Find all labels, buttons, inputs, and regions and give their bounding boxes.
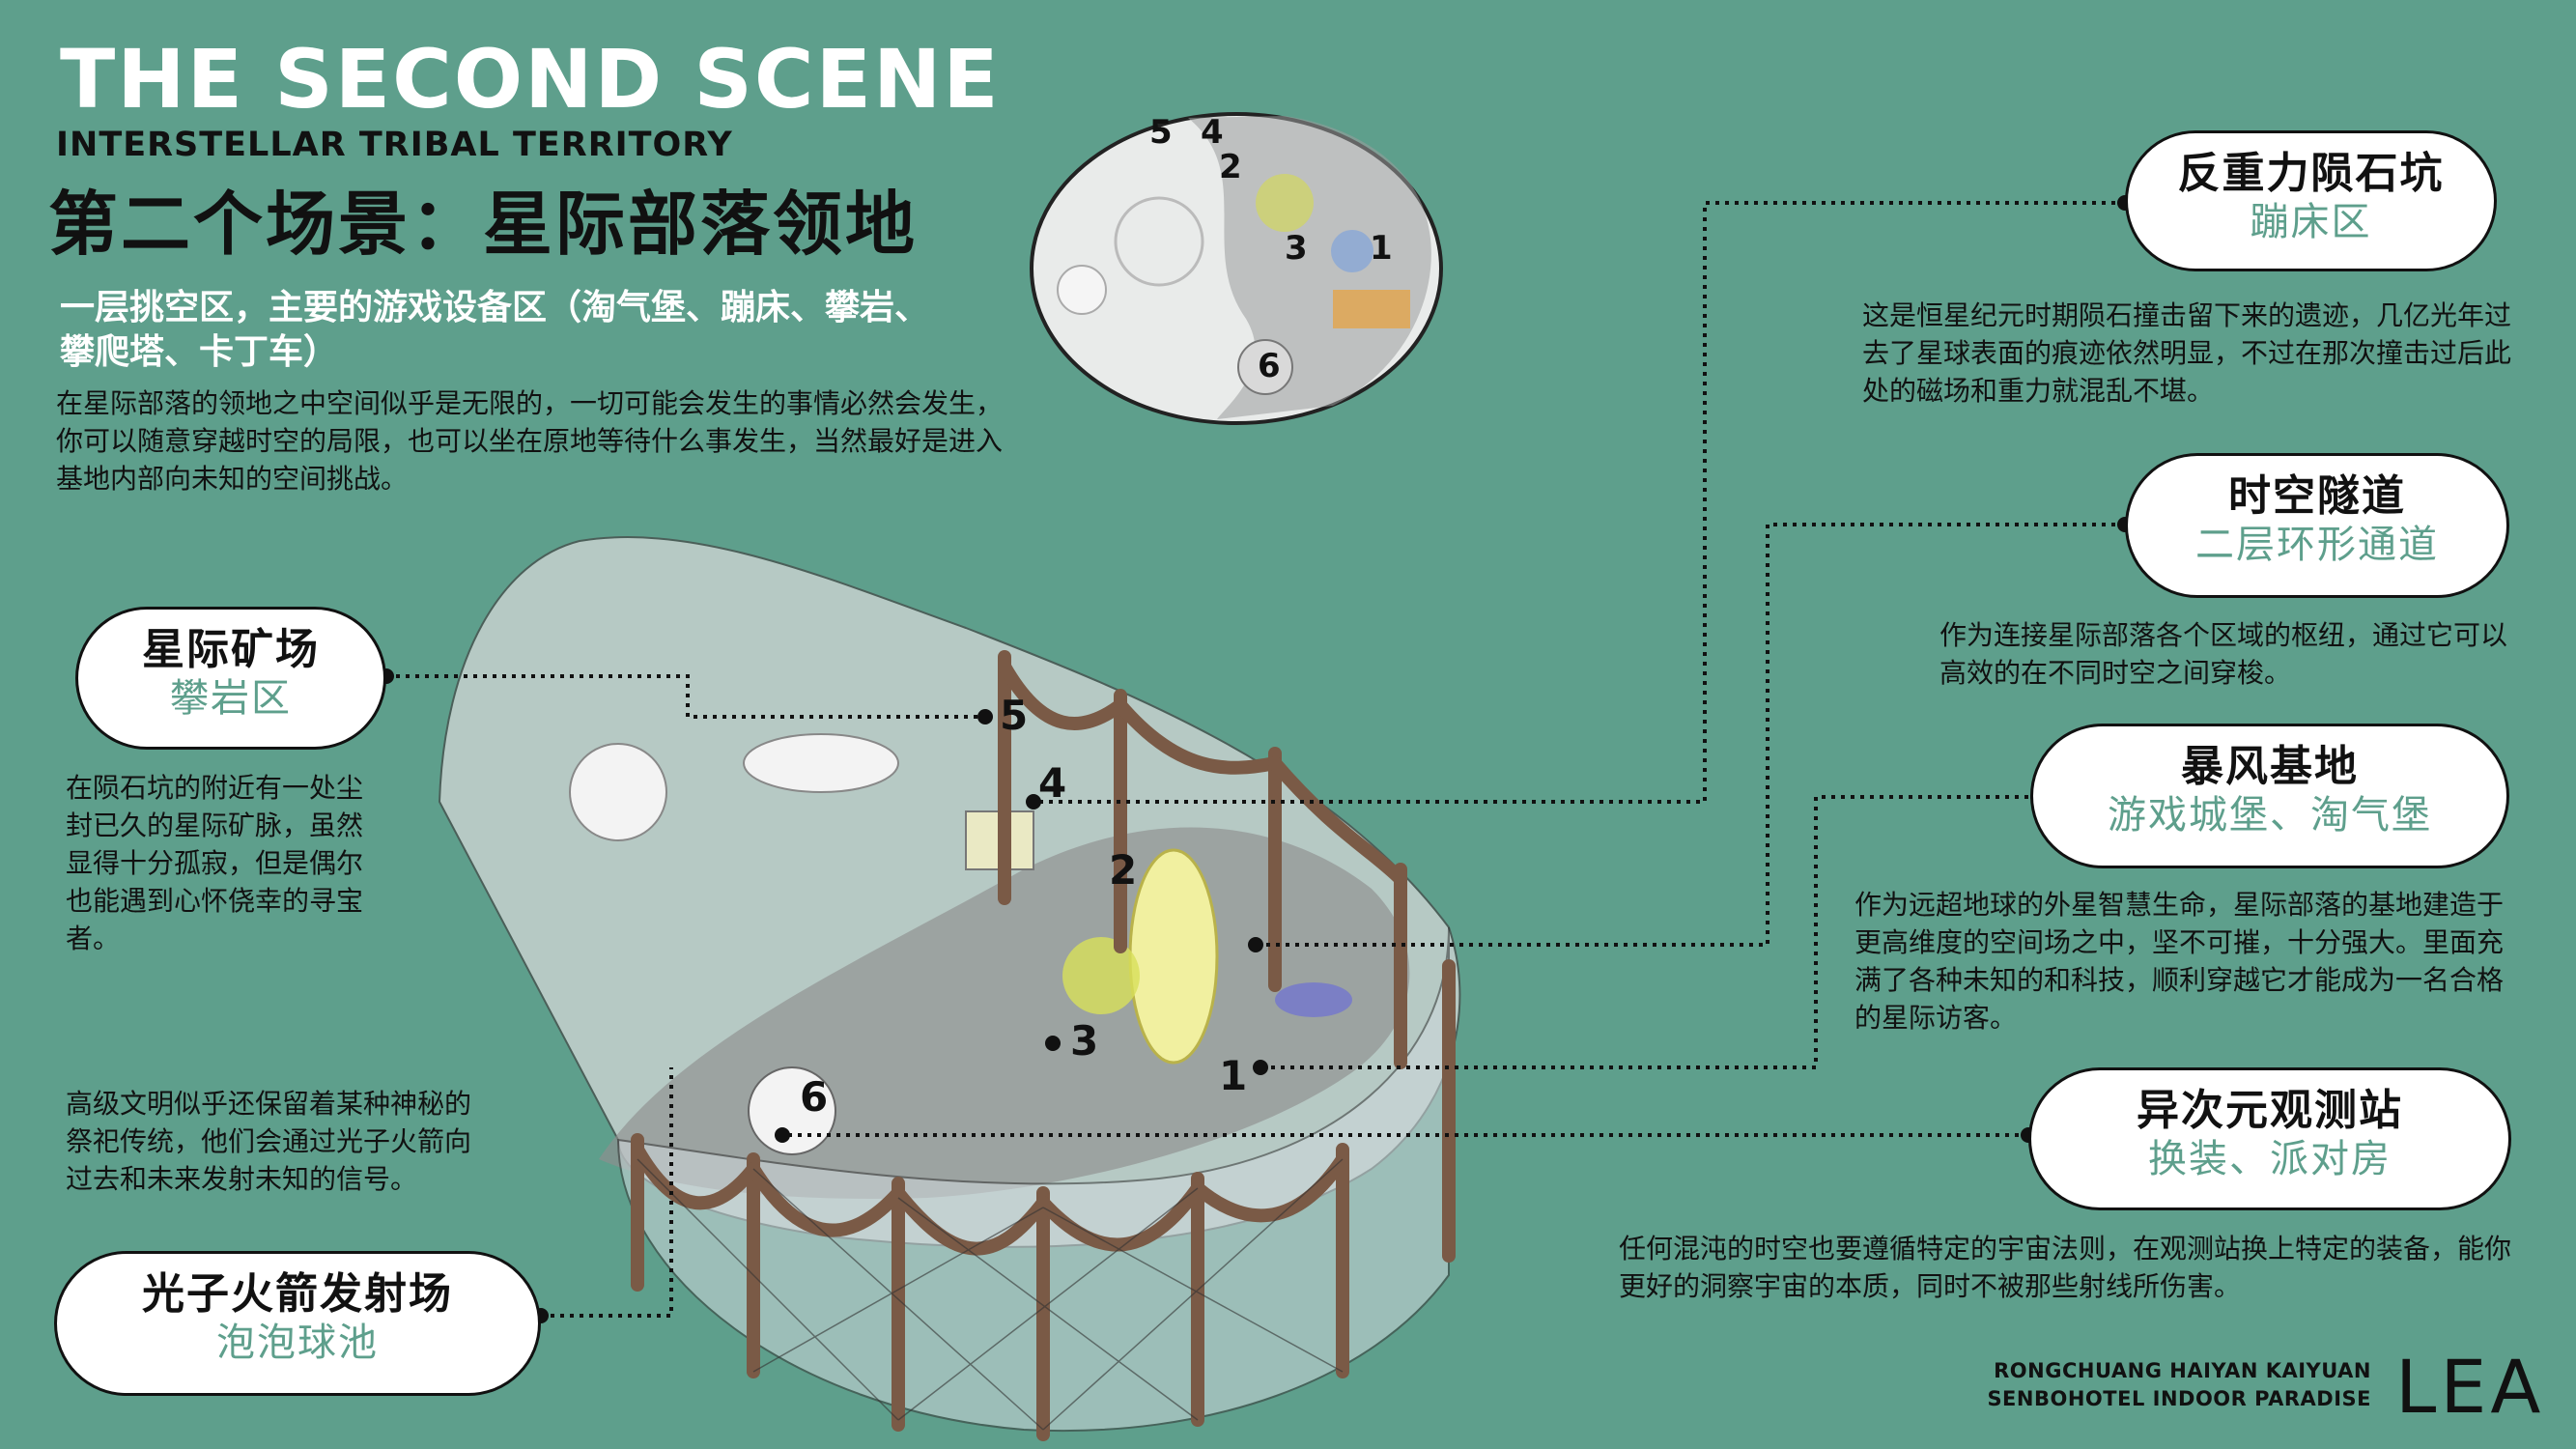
scene-subtitle: INTERSTELLAR TRIBAL TERRITORY xyxy=(56,126,733,164)
zone-title: 星际矿场 xyxy=(142,625,320,674)
leader-line-z5 xyxy=(386,674,985,719)
axo-marker-6: 6 xyxy=(800,1073,828,1121)
zone-card-time-tunnel: 时空隧道 二层环形通道 xyxy=(2125,453,2509,598)
zone-desc-observatory: 任何混沌的时空也要遵循特定的宇宙法则，在观测站换上特定的装备，能你更好的洞察宇宙… xyxy=(1619,1233,2512,1302)
plan-marker-6: 6 xyxy=(1258,347,1281,385)
zone-card-anti-gravity: 反重力陨石坑 蹦床区 xyxy=(2125,130,2497,271)
zone-desc-time-tunnel: 作为连接星际部落各个区域的枢纽，通过它可以高效的在不同时空之间穿梭。 xyxy=(1939,619,2508,689)
zone-subtitle: 换装、派对房 xyxy=(2148,1137,2392,1181)
axo-marker-1: 1 xyxy=(1219,1052,1247,1099)
leader-line-z3 xyxy=(1260,795,2038,1069)
zone-desc-rocket-launch: 高级文明似乎还保留着某种神秘的祭祀传统，他们会通过光子火箭向过去和未来发射未知的… xyxy=(66,1088,472,1195)
axonometric-illustration xyxy=(438,536,1461,1441)
zone-title: 异次元观测站 xyxy=(2137,1086,2403,1135)
axo-marker-2: 2 xyxy=(1109,846,1137,894)
scene-intro: 在星际部落的领地之中空间似乎是无限的，一切可能会发生的事情必然会发生，你可以随意… xyxy=(56,387,1004,495)
zone-subtitle: 蹦床区 xyxy=(2250,200,2372,244)
brand-logo: LEA xyxy=(2395,1344,2545,1430)
plan-marker-5: 5 xyxy=(1149,113,1173,152)
zone-card-observatory: 异次元观测站 换装、派对房 xyxy=(2028,1067,2511,1210)
zone-subtitle: 游戏城堡、淘气堡 xyxy=(2108,793,2432,838)
zone-title: 反重力陨石坑 xyxy=(2177,149,2445,198)
zone-title: 光子火箭发射场 xyxy=(142,1269,453,1319)
leader-line-z4 xyxy=(1033,201,2125,804)
brand-line-1: RONGCHUANG HAIYAN KAIYUAN xyxy=(1994,1359,2371,1382)
zone-title: 时空隧道 xyxy=(2228,471,2406,521)
scene-title-cn: 第二个场景：星际部落领地 xyxy=(48,184,919,265)
zone-subtitle: 泡泡球池 xyxy=(216,1321,379,1365)
leader-line-z2 xyxy=(1256,523,2125,947)
scene-title: THE SECOND SCENE xyxy=(60,32,1001,127)
axo-marker-3: 3 xyxy=(1070,1017,1098,1065)
zone-card-storm-base: 暴风基地 游戏城堡、淘气堡 xyxy=(2030,724,2509,868)
brand-line-2: SENBOHOTEL INDOOR PARADISE xyxy=(1987,1387,2371,1410)
floorplan-illustration xyxy=(1030,112,1443,425)
plan-marker-1: 1 xyxy=(1370,229,1393,268)
plan-marker-2: 2 xyxy=(1219,148,1242,186)
zone-subtitle: 二层环形通道 xyxy=(2195,523,2439,567)
axo-marker-4: 4 xyxy=(1038,759,1066,807)
zone-card-star-mine: 星际矿场 攀岩区 xyxy=(75,607,386,750)
zone-subtitle: 攀岩区 xyxy=(170,676,292,721)
plan-marker-3: 3 xyxy=(1285,229,1308,268)
plan-marker-4: 4 xyxy=(1201,113,1224,152)
zone-desc-anti-gravity: 这是恒星纪元时期陨石撞击留下来的遗迹，几亿光年过去了星球表面的痕迹依然明显，不过… xyxy=(1862,299,2512,407)
zone-card-rocket-launch: 光子火箭发射场 泡泡球池 xyxy=(54,1251,541,1396)
zone-desc-star-mine: 在陨石坑的附近有一处尘封已久的星际矿脉，虽然显得十分孤寂，但是偶尔也能遇到心怀侥… xyxy=(66,772,364,954)
scene-subheading: 一层挑空区，主要的游戏设备区（淘气堡、蹦床、攀岩、攀爬塔、卡丁车） xyxy=(60,288,930,372)
zone-title: 暴风基地 xyxy=(2181,742,2359,791)
axo-marker-5: 5 xyxy=(1000,692,1028,739)
zone-desc-storm-base: 作为远超地球的外星智慧生命，星际部落的基地建造于更高维度的空间场之中，坚不可摧，… xyxy=(1854,889,2505,1034)
